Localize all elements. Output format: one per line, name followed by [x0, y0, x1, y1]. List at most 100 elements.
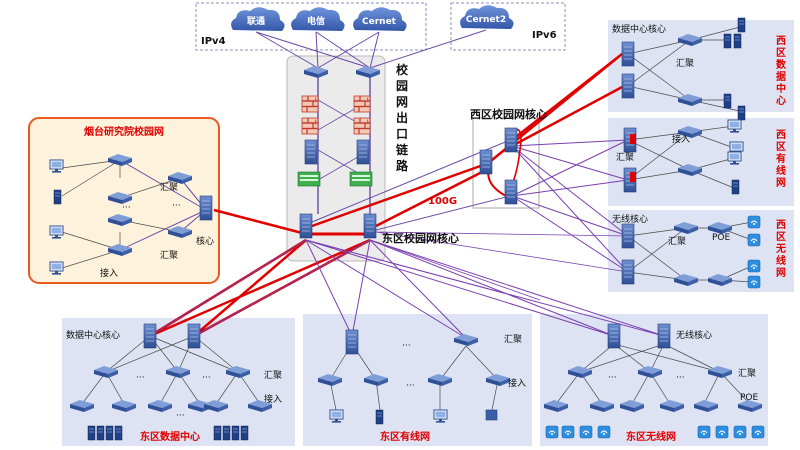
firewall-right-2-icon — [353, 117, 371, 135]
west-wired-title-char: 线 — [776, 164, 786, 177]
east-wired-title: 东区有线网 — [380, 430, 430, 443]
west-wireless-ap-icon — [747, 233, 761, 247]
east-wired-server-icon — [375, 409, 384, 425]
ipv4-label: IPv4 — [201, 36, 226, 47]
west-wireless-title-char: 线 — [776, 254, 786, 267]
exit-title-char: 出 — [396, 110, 408, 125]
west-dc-server-icon — [723, 33, 732, 49]
west-wireless-panel — [608, 210, 794, 292]
yantai-agg-label-2: 汇聚 — [160, 250, 178, 261]
west-dc-title-char: 区 — [776, 47, 786, 59]
west-wireless-core-icon — [621, 259, 635, 285]
west-dc-title: 西 区 数 据 中 心 — [776, 35, 787, 107]
cernet-cloud: Cernet — [353, 7, 407, 31]
east-wireless-ap-icon — [561, 425, 575, 439]
yantai-title: 烟台研究院校园网 — [84, 125, 164, 138]
west-dc-title-char: 据 — [776, 70, 786, 83]
east-dc-agg-label: 汇聚 — [264, 370, 282, 381]
east-dc-server-icon — [96, 425, 105, 441]
east-wired-dots: ··· — [406, 381, 415, 391]
west-dc-server-icon — [733, 33, 742, 49]
west-wired-title-char: 有 — [776, 152, 786, 165]
west-dc-server-icon — [737, 105, 746, 121]
west-core-switch-bottom-icon — [504, 179, 518, 205]
west-wireless-title-char: 网 — [776, 267, 786, 279]
west-wireless-poe-label: POE — [712, 233, 731, 243]
west-wired-agg-label: 汇聚 — [616, 152, 634, 163]
east-core-label: 东区校园网核心 — [382, 231, 459, 245]
exit-chassis-right-icon — [356, 139, 370, 165]
east-wireless-title: 东区无线网 — [626, 430, 676, 443]
west-dc-core-icon — [621, 73, 635, 99]
cernet2-cloud: Cernet2 — [460, 5, 514, 29]
east-dc-server-icon — [222, 425, 231, 441]
exit-title-char: 口 — [396, 127, 408, 141]
west-wireless-core-icon — [621, 223, 635, 249]
yantai-dots: ··· — [172, 201, 181, 211]
exit-title-char: 链 — [396, 142, 409, 157]
east-wireless-ap-icon — [751, 425, 765, 439]
load-balancer-left-icon — [297, 171, 321, 187]
cernet2-label: Cernet2 — [466, 15, 506, 25]
firewall-left-2-icon — [301, 117, 319, 135]
west-dc-title-char: 西 — [776, 35, 786, 47]
west-wired-title-char: 网 — [776, 177, 786, 189]
west-wireless-title-char: 西 — [776, 219, 786, 231]
east-dc-server-icon — [213, 425, 222, 441]
load-balancer-right-icon — [349, 171, 373, 187]
east-dc-core-icon — [187, 323, 201, 349]
east-dc-server-icon — [240, 425, 249, 441]
west-wireless-title: 西 区 无 线 网 — [775, 219, 786, 279]
west-wired-marker — [630, 172, 636, 182]
west-dc-agg-label: 汇聚 — [676, 58, 694, 69]
east-wireless-poe-label: POE — [740, 393, 759, 403]
east-wired-agg-label: 汇聚 — [504, 334, 522, 345]
unicom-label: 联通 — [247, 15, 265, 27]
west-dc-server-icon — [737, 17, 746, 33]
east-wireless-ap-icon — [715, 425, 729, 439]
west-dc-panel — [608, 20, 794, 112]
exit-title-char: 网 — [396, 95, 408, 109]
west-wired-access-label: 接入 — [672, 133, 690, 145]
west-wired-title: 西 区 有 线 网 — [776, 129, 786, 189]
east-wireless-core-icon — [657, 323, 671, 349]
east-wireless-ap-icon — [697, 425, 711, 439]
exit-title-char: 园 — [396, 79, 408, 93]
telecom-label: 电信 — [307, 15, 325, 27]
east-dc-server-icon — [87, 425, 96, 441]
east-core-switch-right-icon — [363, 213, 377, 239]
unicom-cloud: 联通 — [231, 7, 285, 31]
east-core-switch-left-icon — [299, 213, 313, 239]
east-dc-panel — [62, 318, 295, 446]
west-dc-title-char: 心 — [776, 95, 786, 107]
east-dc-access-label: 接入 — [264, 393, 282, 405]
east-wireless-dots: ··· — [676, 373, 685, 383]
east-wired-access-label: 接入 — [508, 377, 526, 389]
west-wireless-ap-icon — [747, 275, 761, 289]
telecom-cloud: 电信 — [291, 7, 345, 31]
east-dc-dots: ··· — [176, 411, 185, 421]
east-dc-server-icon — [231, 425, 240, 441]
east-wireless-ap-icon — [733, 425, 747, 439]
exit-title-char: 校 — [396, 62, 409, 77]
east-wireless-agg-label: 汇聚 — [738, 368, 756, 379]
west-wireless-agg-label: 汇聚 — [668, 236, 686, 247]
firewall-right-1-icon — [353, 95, 371, 113]
east-dc-core-label: 数据中心核心 — [66, 329, 120, 341]
yantai-access-label: 接入 — [100, 267, 118, 279]
yantai-core-label: 核心 — [196, 235, 214, 247]
west-wired-title-char: 西 — [776, 129, 786, 141]
east-dc-title: 东区数据中心 — [140, 430, 200, 443]
east-wired-dots: ··· — [402, 341, 411, 351]
west-wired-marker — [630, 134, 636, 144]
west-dc-title-char: 中 — [776, 82, 786, 95]
east-dc-core-icon — [143, 323, 157, 349]
link-speed-label: 100G — [428, 196, 457, 207]
east-wired-device-icon — [485, 409, 498, 421]
east-wireless-ap-icon — [597, 425, 611, 439]
exit-chassis-left-icon — [304, 139, 318, 165]
east-wireless-core-label: 无线核心 — [676, 329, 712, 341]
west-dc-server-icon — [723, 93, 732, 109]
